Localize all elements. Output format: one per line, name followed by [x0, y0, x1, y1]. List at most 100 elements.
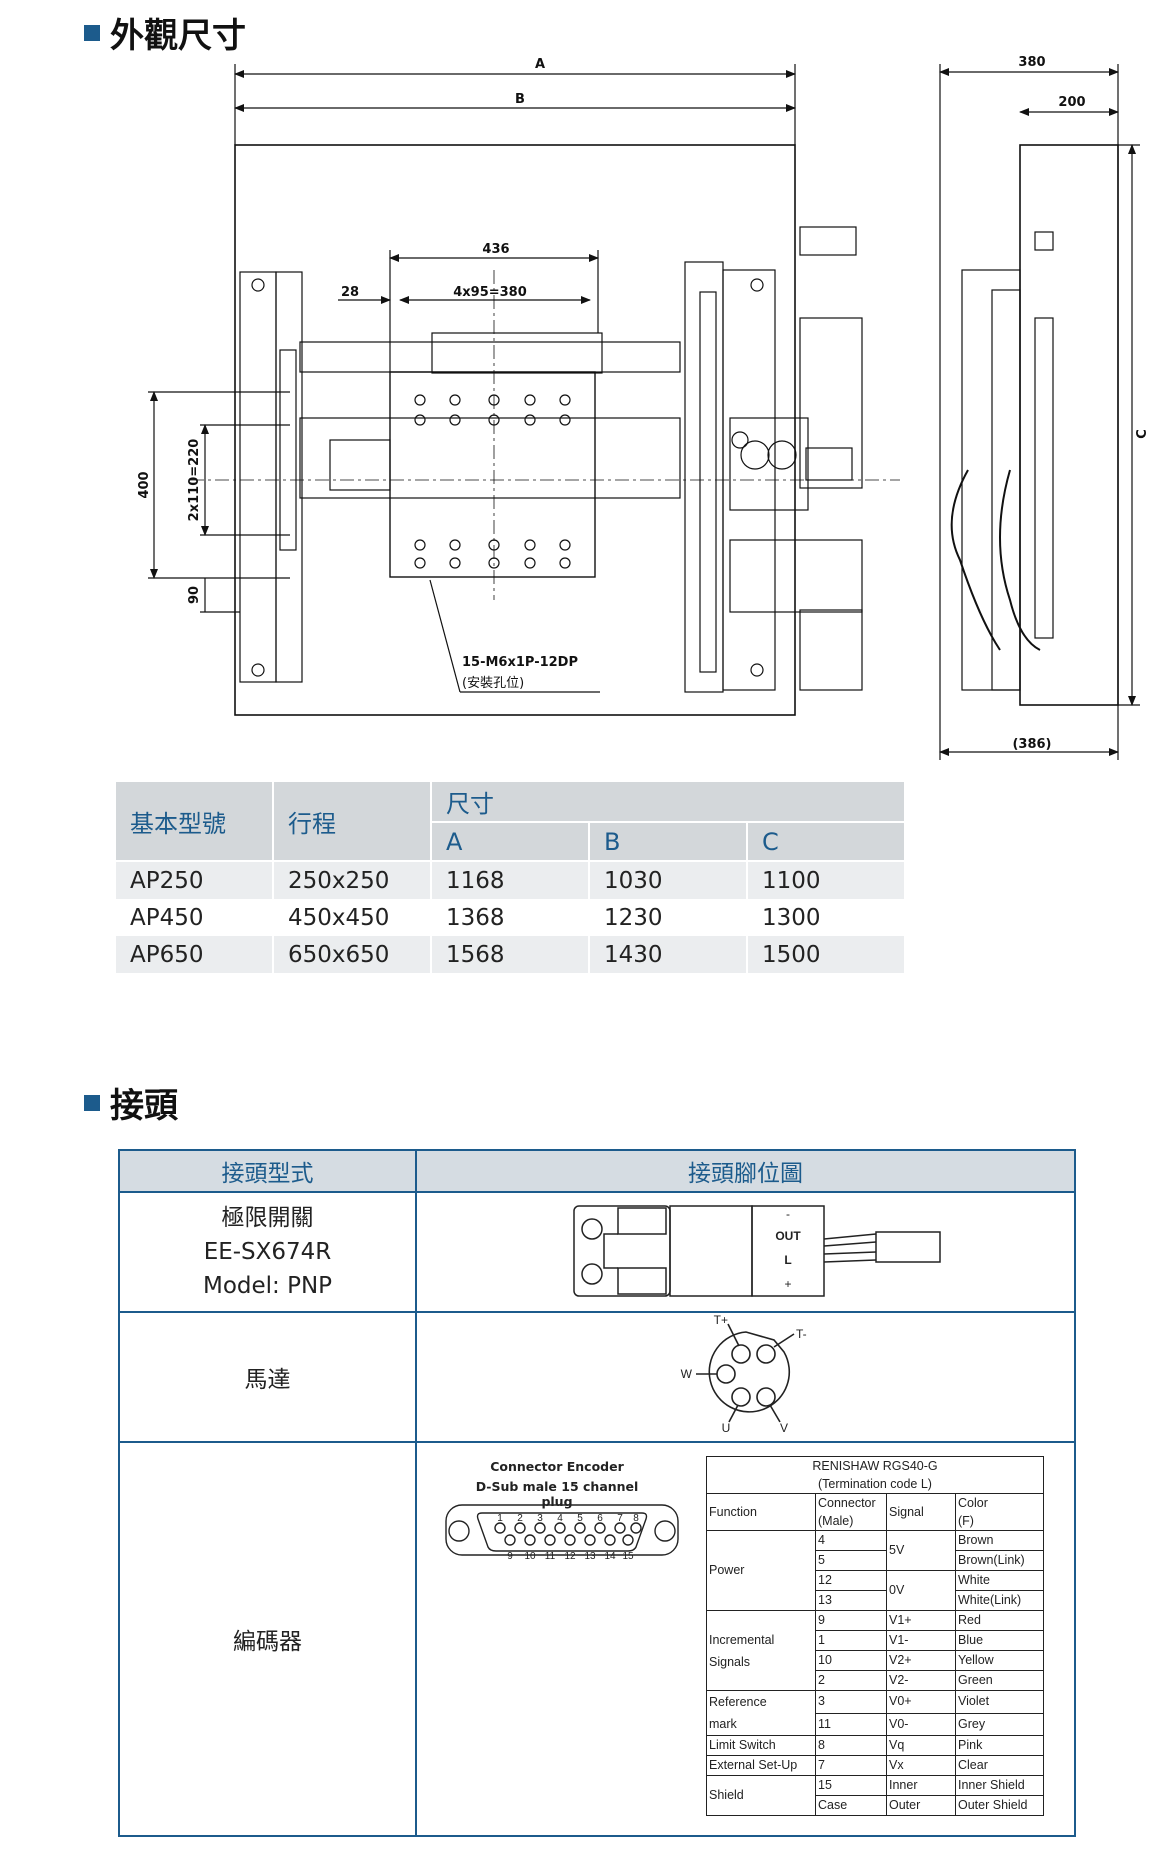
limit-switch-type: 極限開關 EE-SX674R Model: PNP: [118, 1191, 417, 1313]
dim-label-2x110: 2x110=220: [187, 439, 202, 522]
header-color: Color (F): [955, 1493, 1044, 1531]
center-table: [389, 371, 596, 578]
dsub-pin-8: 8: [633, 1513, 639, 1524]
cell-a: 1168: [432, 862, 590, 899]
header-function: Function: [706, 1493, 816, 1531]
cell-color: Violet: [955, 1690, 1044, 1714]
dsub-pin-9: 9: [507, 1551, 513, 1561]
dim-label-400: 400: [137, 471, 152, 498]
group-incremental: Incremental Signals: [706, 1610, 816, 1691]
cell-pin: 4: [815, 1530, 887, 1551]
cell-signal: Outer: [886, 1795, 956, 1816]
dsub-pin-2: 2: [517, 1513, 523, 1524]
cell-c: 1500: [748, 936, 906, 973]
dimension-drawing: A B 436 28 4x95=380 400 2x110=220 90 15-…: [137, 55, 1150, 760]
cell-color: Pink: [955, 1735, 1044, 1756]
motor-connector-diagram: T+ T- W U V: [680, 1313, 806, 1435]
limit-switch-part: EE-SX674R: [203, 1239, 332, 1265]
cell-signal: V1+: [886, 1610, 956, 1631]
group-limit: Limit Switch: [706, 1735, 816, 1756]
col-header-size: 尺寸: [432, 782, 906, 823]
cell-signal: Vq: [886, 1735, 956, 1756]
dim-label-b: B: [515, 92, 525, 107]
group-reference-1: Reference: [709, 1695, 767, 1709]
motor-label-w: W: [680, 1367, 692, 1381]
group-reference: Reference mark: [706, 1690, 816, 1736]
encoder-table-title: RENISHAW RGS40-G (Termination code L): [706, 1456, 1044, 1494]
dsub-pin-15: 15: [622, 1551, 634, 1561]
cell-pin: 2: [815, 1670, 887, 1691]
dsub-pin-5: 5: [577, 1513, 583, 1524]
section-title-dimensions: 外觀尺寸: [84, 8, 246, 57]
col-header-model: 基本型號: [116, 782, 274, 862]
header-connector-2: (Male): [818, 1514, 854, 1528]
cell-color: White(Link): [955, 1590, 1044, 1611]
cell-stroke: 650x650: [274, 936, 432, 973]
cell-signal: Vx: [886, 1755, 956, 1776]
header-signal: Signal: [886, 1493, 956, 1531]
encoder-type: 編碼器: [118, 1441, 417, 1837]
dim-label-a: A: [535, 57, 545, 72]
limit-label-minus: -: [786, 1207, 790, 1221]
cell-color: Red: [955, 1610, 1044, 1631]
row-limit-switch: 極限開關 EE-SX674R Model: PNP: [118, 1191, 1076, 1313]
limit-label-l: L: [784, 1253, 791, 1267]
limit-switch-diagram-cell: - OUT L +: [415, 1191, 1076, 1313]
cell-signal: V0-: [886, 1712, 956, 1736]
header-color-2: (F): [958, 1514, 974, 1528]
group-incremental-2: Signals: [709, 1654, 750, 1669]
cell-color: Brown(Link): [955, 1550, 1044, 1571]
cell-signal: V2+: [886, 1650, 956, 1671]
cell-c: 1100: [748, 862, 906, 899]
switch-box: [799, 226, 857, 256]
limit-label-plus: +: [784, 1277, 791, 1291]
cell-pin: 12: [815, 1570, 887, 1591]
dim-label-436: 436: [482, 242, 509, 257]
cell-pin: 15: [815, 1775, 887, 1796]
cell-b: 1030: [590, 862, 748, 899]
cell-pin: 11: [815, 1712, 887, 1736]
dsub-pin-7: 7: [617, 1513, 623, 1524]
cell-a: 1568: [432, 936, 590, 973]
cell-pin: 13: [815, 1590, 887, 1611]
cell-pin: 9: [815, 1610, 887, 1631]
header-connector: Connector (Male): [815, 1493, 887, 1531]
left-rail: [239, 271, 277, 683]
cell-signal: V2-: [886, 1670, 956, 1691]
cell-pin: 3: [815, 1690, 887, 1714]
motor-diagram-cell: T+ T- W U V: [415, 1311, 1076, 1443]
encoder-pin-table: RENISHAW RGS40-G (Termination code L) Fu…: [706, 1456, 1044, 1816]
cell-signal: 0V: [886, 1570, 956, 1611]
table-row: Shield 15 Inner Inner Shield: [706, 1775, 1044, 1816]
table-row: 2 V2- Green: [707, 1670, 1044, 1691]
limit-switch-model: Model: PNP: [202, 1273, 333, 1299]
table-row: 1 V1- Blue: [707, 1630, 1044, 1651]
limit-switch-name: 極限開關: [221, 1205, 314, 1231]
dimension-table: 基本型號 行程 尺寸 A B C AP250 250x250 1168 1030…: [116, 782, 906, 973]
cell-pin: 8: [815, 1735, 887, 1756]
col-header-c: C: [748, 823, 906, 862]
dim-label-386: (386): [1012, 737, 1051, 752]
dsub-pin-6: 6: [597, 1513, 603, 1524]
dsub-pin-1: 1: [497, 1513, 503, 1524]
dim-label-90: 90: [187, 586, 202, 604]
dsub-pin-12: 12: [564, 1551, 576, 1561]
table-row: 10 V2+ Yellow: [707, 1650, 1044, 1671]
table-row: AP450 450x450 1368 1230 1300: [116, 899, 906, 936]
cell-stroke: 450x450: [274, 899, 432, 936]
table-row: AP250 250x250 1168 1030 1100: [116, 862, 906, 899]
cell-color: Inner Shield: [955, 1775, 1044, 1796]
cell-b: 1430: [590, 936, 748, 973]
cell-color: Green: [955, 1670, 1044, 1691]
col-header-type: 接頭型式: [118, 1149, 417, 1193]
cell-signal: V0+: [886, 1690, 956, 1714]
motor-label-t-plus: T+: [713, 1314, 727, 1327]
section-title-connector: 接頭: [84, 1078, 178, 1127]
section-marker: [84, 24, 100, 41]
row-motor: 馬達 T+ T- W U V: [118, 1311, 1076, 1443]
cell-color: Clear: [955, 1755, 1044, 1776]
group-power: Power: [706, 1530, 816, 1611]
encoder-title-1: RENISHAW RGS40-G: [812, 1459, 938, 1473]
dim-label-380: 380: [1018, 55, 1045, 70]
table-row: Incremental Signals 9 V1+ Red: [706, 1610, 1044, 1691]
